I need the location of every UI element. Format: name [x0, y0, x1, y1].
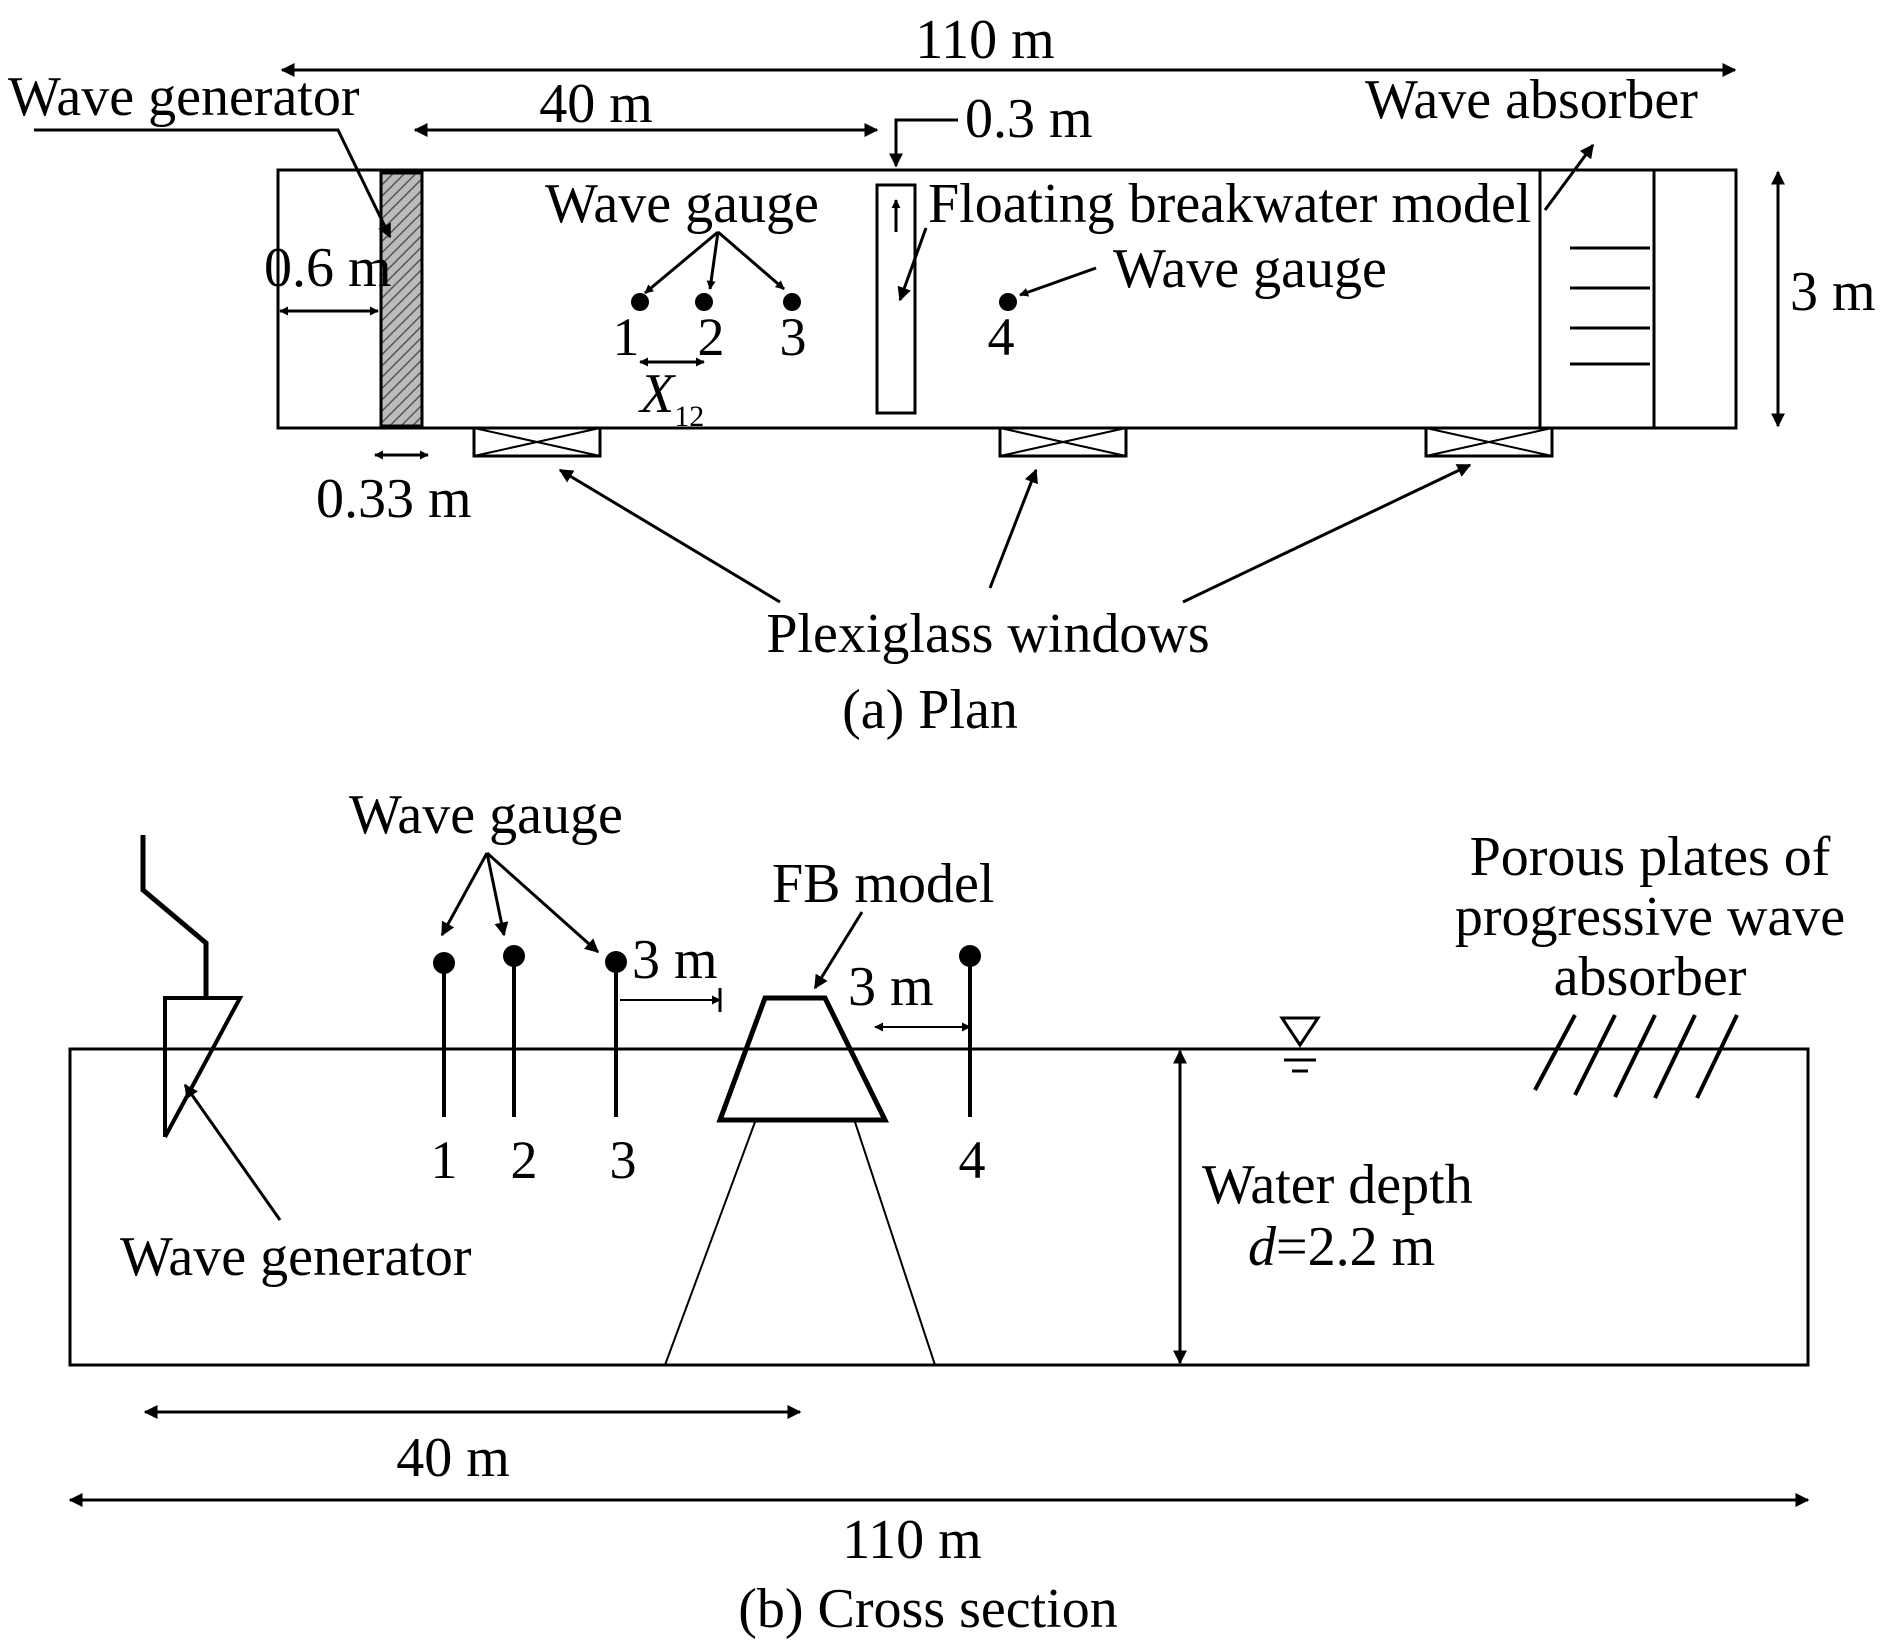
section-gauge-2-label: 2: [511, 1130, 538, 1190]
section-absorber-label-line-1: Porous plates of: [1470, 826, 1831, 888]
section-wave-generator-paddle: [163, 996, 244, 1138]
section-depth-symbol: d: [1248, 1216, 1277, 1278]
cross-section-view: Wave generator Wave gauge 1 2 3 4 3 m 3 …: [68, 784, 1845, 1640]
section-porous-plate: [1613, 1014, 1657, 1098]
plan-gauge-3: [783, 293, 801, 311]
plan-gauge-3-label: 3: [780, 307, 807, 367]
section-dist-front-label: 3 m: [632, 929, 718, 991]
section-porous-plate: [1653, 1014, 1697, 1099]
plan-0-3m-arrow: [889, 118, 958, 168]
section-mooring-left: [664, 1121, 756, 1366]
section-fb-model-leader: [813, 911, 864, 990]
plan-window-leader-1: [558, 468, 781, 604]
plan-wave-generator-leader: [34, 128, 392, 239]
section-porous-plate: [1573, 1014, 1617, 1096]
plan-x12-symbol: X: [638, 363, 677, 425]
section-wave-generator-label: Wave generator: [120, 1226, 472, 1288]
section-gauge-1-label: 1: [431, 1130, 458, 1190]
plan-window-2: [998, 426, 1128, 458]
plan-wave-paddle: [379, 171, 424, 428]
section-water-level-icon: [1279, 1016, 1321, 1048]
section-wave-generator-leader: [183, 1083, 282, 1221]
section-fb-model-label: FB model: [772, 853, 994, 915]
plan-windows-label: Plexiglass windows: [766, 603, 1209, 665]
section-porous-plate: [1695, 1014, 1739, 1099]
plan-window-leader-3: [1182, 463, 1472, 604]
section-gauge-leader-3: [486, 851, 600, 954]
section-caption: (b) Cross section: [738, 1578, 1118, 1640]
plan-width-label: 3 m: [1790, 261, 1876, 323]
plan-40m-label: 40 m: [539, 73, 653, 135]
plan-breakwater-model: [875, 183, 917, 415]
section-fb-model: [716, 995, 890, 1123]
plan-window-1: [472, 426, 602, 458]
plan-wave-absorber-label: Wave absorber: [1365, 69, 1698, 131]
plan-x12-label: X12: [638, 363, 704, 433]
section-gauge-4-label: 4: [959, 1130, 986, 1190]
section-40m-label: 40 m: [396, 1427, 510, 1489]
plan-wave-generator-label: Wave generator: [8, 66, 360, 128]
plan-gauge-1-label: 1: [613, 307, 640, 367]
plan-0-6m-label: 0.6 m: [264, 237, 392, 299]
plan-window-3: [1424, 426, 1554, 458]
section-gauge-3-label: 3: [610, 1130, 637, 1190]
section-depth-value: d=2.2 m: [1248, 1216, 1435, 1278]
section-flume-outline: [68, 1047, 1810, 1367]
section-wave-generator-arm: [140, 835, 209, 998]
plan-gauge-4-label: 4: [988, 307, 1015, 367]
section-mooring-right: [854, 1121, 936, 1366]
section-depth-number: =2.2 m: [1276, 1216, 1435, 1278]
plan-wave-gauge-single-label: Wave gauge: [1113, 238, 1387, 300]
plan-gauge-1: [631, 293, 649, 311]
section-water-depth-label: Water depth: [1202, 1154, 1473, 1216]
plan-x12-subscript: 12: [674, 400, 704, 433]
plan-total-length: 110 m: [915, 9, 1054, 71]
plan-view: 110 m 40 m 0.3 m Wave generator Wave abs…: [8, 9, 1876, 741]
plan-wave-absorber-leader: [1543, 143, 1595, 211]
plan-gauge-4: [999, 293, 1017, 311]
plan-caption: (a) Plan: [842, 679, 1018, 741]
plan-0-33m-label: 0.33 m: [316, 468, 472, 530]
section-gauge-leader-1: [440, 852, 489, 937]
plan-gauge-4-leader: [1019, 266, 1097, 297]
section-absorber-label-line-2: progressive wave: [1455, 886, 1845, 948]
plan-floating-breakwater-label: Floating breakwater model: [928, 173, 1531, 235]
section-porous-plate: [1533, 1014, 1577, 1091]
section-gauge-leader-2: [485, 852, 509, 937]
plan-gauge-leader-1: [644, 230, 719, 295]
plan-wave-gauge-group-label: Wave gauge: [545, 173, 819, 235]
section-absorber-label-line-3: absorber: [1554, 946, 1747, 1008]
plan-gauge-leader-2: [706, 231, 720, 290]
plan-0-3m-label: 0.3 m: [965, 88, 1093, 150]
section-110m-label: 110 m: [842, 1509, 981, 1571]
plan-gauge-leader-3: [717, 230, 785, 291]
plan-gauge-2: [695, 293, 713, 311]
plan-gauge-2-label: 2: [698, 307, 725, 367]
section-dist-back-label: 3 m: [848, 956, 934, 1018]
plan-window-leader-2: [988, 468, 1038, 589]
plan-breakwater-leader: [897, 227, 928, 302]
section-wave-gauge-label: Wave gauge: [349, 784, 623, 846]
